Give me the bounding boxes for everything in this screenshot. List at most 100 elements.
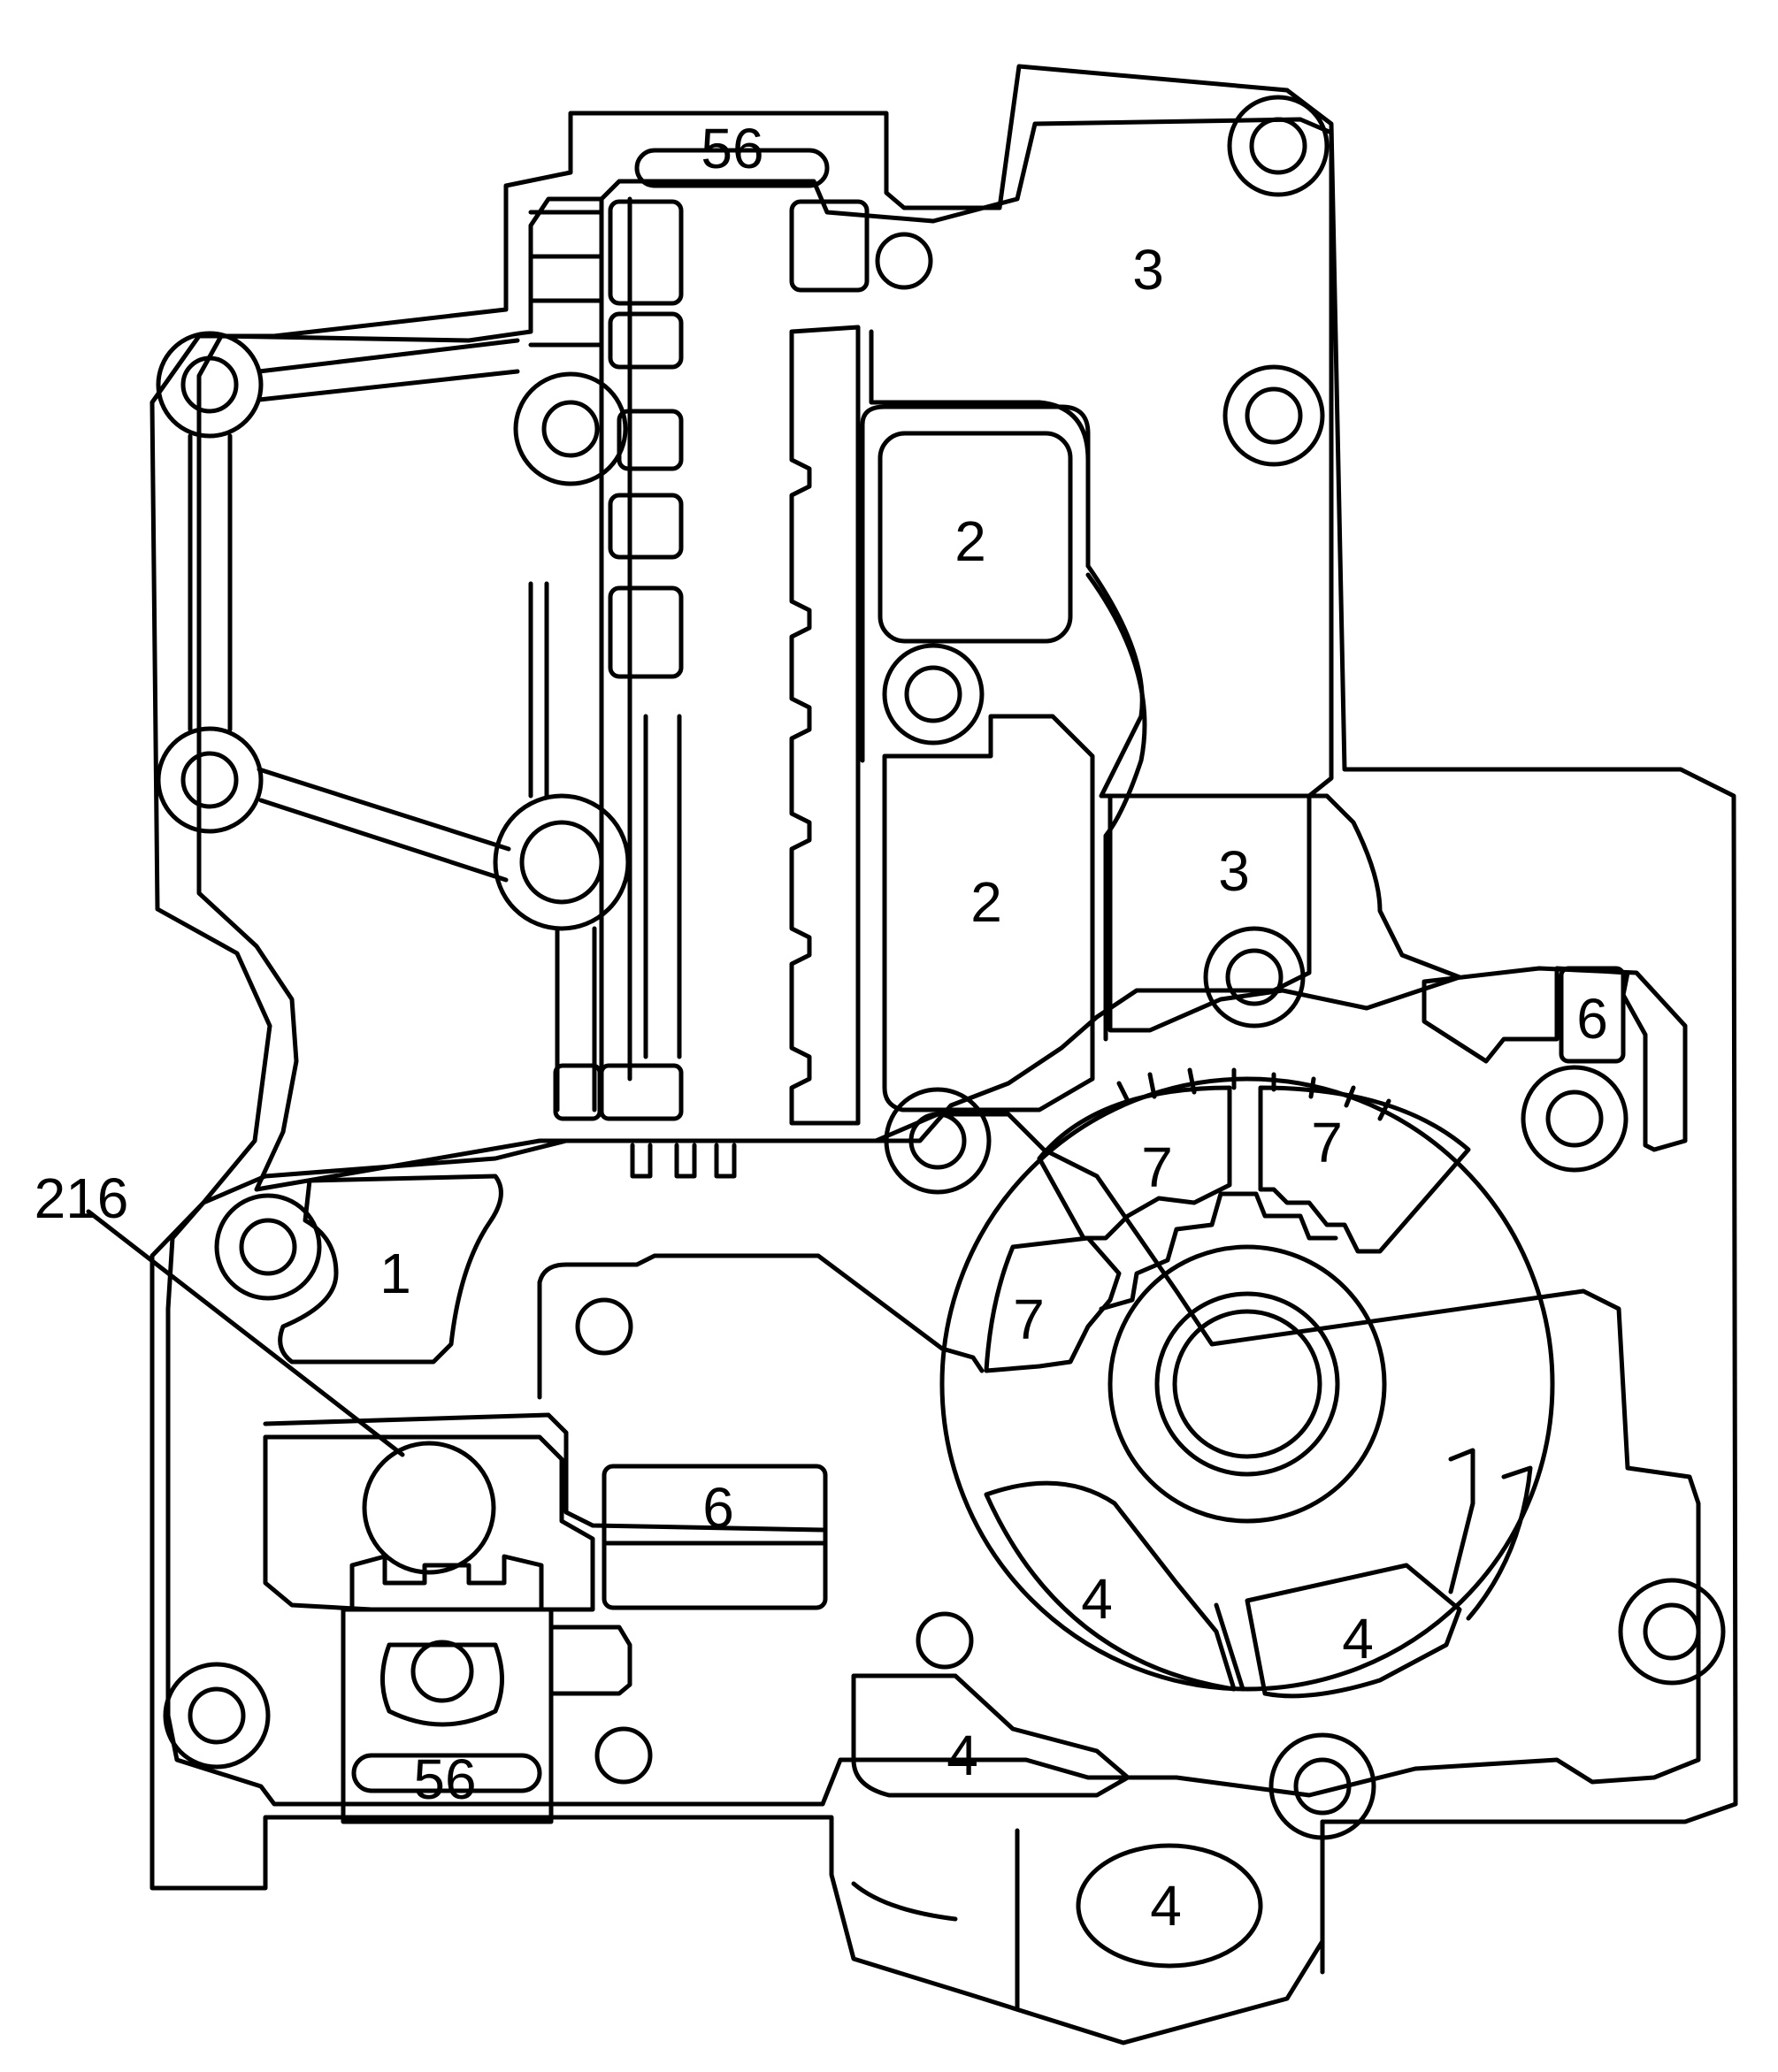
bolt-hole-center-a — [904, 665, 962, 723]
bolt-hole-upper-right — [1249, 117, 1307, 175]
column-bottom-teeth — [630, 1143, 737, 1179]
bolt-hole-right-bottom-boss — [1618, 1578, 1726, 1686]
bolt-hole-column-top-boss — [513, 371, 628, 486]
region-6-center-pocket — [602, 1464, 828, 1610]
bolt-hole-lower-left-boss — [163, 1662, 271, 1770]
region-7-right — [1258, 1085, 1471, 1254]
retainer-side-channel — [548, 1625, 632, 1696]
region-2-upper-pocket — [878, 431, 1073, 644]
region-4-right — [1245, 1563, 1462, 1699]
bolt-hole-mid-left-boss — [156, 726, 264, 834]
large-bore-left — [519, 820, 604, 905]
region-4-bottom-port — [1076, 1843, 1263, 1969]
check-ball — [362, 1441, 496, 1575]
retainer-window — [380, 1642, 504, 1727]
outer-casting-outline — [149, 64, 1738, 2045]
pump-outer-ring — [939, 1076, 1555, 1692]
column-cell-3 — [617, 409, 684, 471]
label-area-6-right: 6 — [1576, 987, 1608, 1051]
region-4-lower-pocket — [851, 1673, 1130, 1798]
bolt-hole-lower-center — [575, 1297, 633, 1356]
label-area-3-upper: 3 — [1132, 238, 1164, 302]
check-ball-retainer — [349, 1554, 544, 1612]
bolt-hole-right-mid — [1245, 386, 1303, 445]
label-area-7-left: 7 — [1013, 1288, 1045, 1351]
bolt-hole-right-bottom — [1643, 1602, 1701, 1661]
region-2-lower-pocket — [882, 714, 1095, 1112]
bottom-lobe-lines — [851, 1819, 1325, 2010]
label-area-1: 1 — [379, 1242, 411, 1305]
large-bore-left-boss — [493, 793, 631, 931]
bolt-hole-upper-left — [180, 356, 239, 414]
bolt-hole-right-lower-boss — [1521, 1065, 1629, 1173]
region-7-mid — [1037, 1085, 1232, 1241]
bottom-label-slot — [351, 1753, 542, 1793]
label-bottom-56: 56 — [413, 1747, 476, 1811]
label-area-2-upper: 2 — [954, 509, 986, 573]
label-area-4-bottom: 4 — [1150, 1874, 1182, 1938]
region-2-upper-surround — [860, 404, 1091, 763]
pump-inner-ring — [1107, 1244, 1387, 1524]
check-ball-pocket — [263, 1434, 595, 1612]
region-6-right-pocket — [1422, 966, 1688, 1152]
left-channel-vertical-b — [555, 926, 597, 1112]
left-channel-vertical-a — [528, 581, 549, 799]
region-7-left — [984, 1235, 1122, 1373]
inner-gasket-outline-lower — [165, 1112, 1701, 1807]
callout-216-leader — [86, 1209, 405, 1457]
retainer-small-ball — [410, 1640, 474, 1703]
left-slot-b — [599, 1063, 684, 1121]
bolt-hole-right-lower — [1545, 1090, 1604, 1148]
bolt-hole-lower-c — [1293, 1757, 1352, 1816]
bolt-hole-top-center — [875, 232, 933, 290]
bolt-hole-lower-b — [594, 1726, 653, 1785]
column-slots-left — [528, 210, 604, 348]
left-rib-diagonal-lower — [257, 767, 511, 883]
region-4-divider — [1214, 1602, 1245, 1692]
column-cell-1 — [608, 199, 684, 306]
column-cell-4 — [608, 493, 684, 560]
pump-hub-inner — [1172, 1309, 1322, 1459]
center-scalloped-channel — [789, 325, 861, 1126]
column-channel-long — [643, 714, 682, 1059]
pump-outlet-arc — [1448, 1448, 1533, 1621]
label-top-56: 56 — [701, 117, 763, 180]
label-area-4-lower: 4 — [946, 1724, 978, 1787]
bolt-hole-upper-left-boss — [156, 331, 264, 439]
bolt-hole-region-3-boss — [1203, 926, 1306, 1028]
top-small-pocket — [789, 199, 870, 293]
label-area-7-right: 7 — [1311, 1111, 1343, 1174]
bolt-hole-region-3 — [1225, 948, 1284, 1006]
label-area-2-lower: 2 — [970, 870, 1002, 934]
column-cell-5 — [608, 585, 684, 679]
bolt-hole-column-top — [541, 400, 600, 458]
middle-gasket-channel — [537, 1253, 985, 1400]
region-7-teeth-outer — [1116, 1067, 1391, 1121]
label-area-6-center: 6 — [702, 1476, 734, 1540]
top-label-slot — [634, 148, 830, 188]
label-area-4-ring-right: 4 — [1342, 1607, 1374, 1671]
region-3-lower-pocket — [1107, 793, 1462, 1033]
region-4-left — [984, 1480, 1237, 1692]
label-callout-216: 216 — [34, 1166, 129, 1230]
pump-hub-outer — [1154, 1291, 1340, 1477]
left-rib-vertical — [188, 433, 233, 732]
bolt-hole-lower-a — [916, 1611, 974, 1670]
label-area-4-ring-left: 4 — [1081, 1567, 1113, 1631]
bolt-hole-region-1 — [239, 1218, 297, 1276]
bolt-hole-lower-left — [188, 1686, 246, 1745]
bolt-hole-center-a-boss — [882, 643, 985, 745]
pump-gear-teeth — [1099, 1191, 1338, 1311]
bolt-hole-right-mid-boss — [1222, 364, 1325, 467]
middle-gasket-channel-lower — [263, 1412, 825, 1533]
bolt-hole-region-1-boss — [214, 1193, 322, 1301]
region-6-right-box — [1559, 966, 1626, 1064]
label-area-7-mid: 7 — [1141, 1135, 1173, 1199]
bolt-hole-mid-left — [180, 751, 239, 809]
bolt-hole-center-b — [908, 1112, 967, 1170]
left-rib-diagonal-upper — [257, 338, 520, 402]
column-cell-2 — [608, 311, 684, 370]
retainer-plate — [341, 1607, 554, 1824]
bolt-hole-center-b-boss — [884, 1087, 992, 1195]
